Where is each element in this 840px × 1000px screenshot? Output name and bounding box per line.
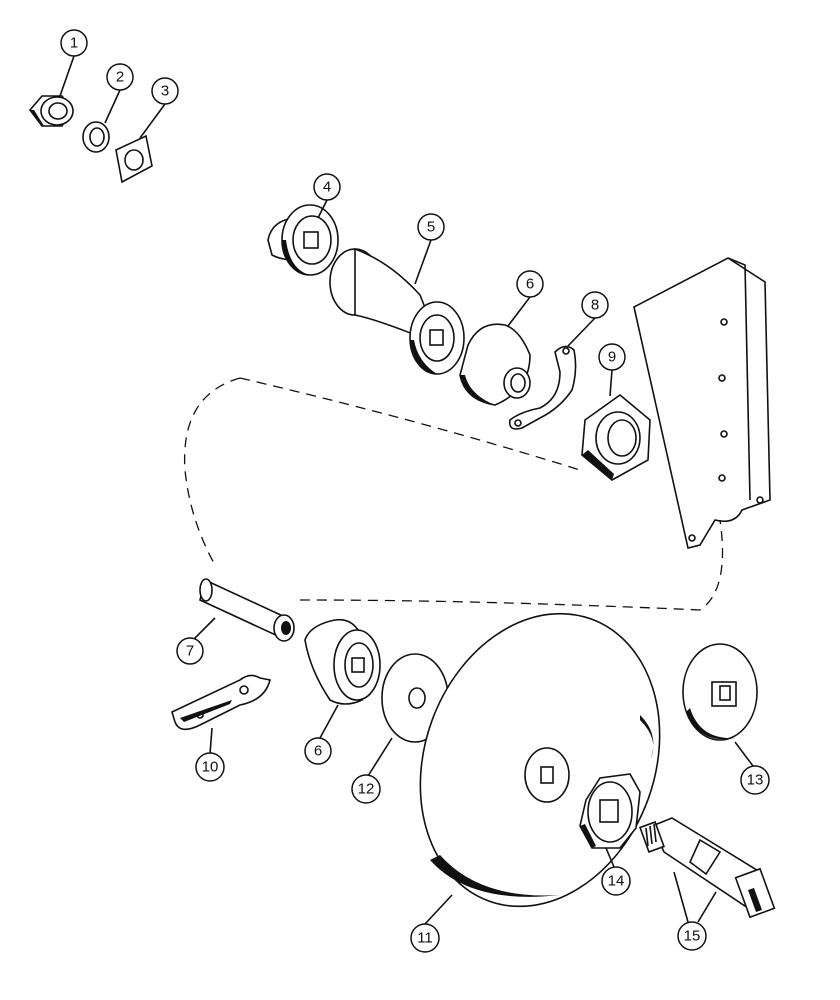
callout-1-label: 1 — [70, 35, 78, 52]
callout-14-label: 14 — [608, 873, 625, 890]
assembly-dashed-loop — [183, 377, 724, 611]
part-washer — [82, 121, 110, 153]
leader-8 — [567, 317, 596, 347]
callout-14: 14 — [601, 866, 631, 896]
callout-6-lower: 6 — [304, 737, 332, 765]
leader-1 — [59, 55, 75, 97]
part-spool-end — [267, 204, 339, 276]
callout-1: 1 — [60, 29, 88, 57]
leader-6b — [319, 704, 339, 739]
leader-5 — [414, 239, 432, 285]
callout-2: 2 — [106, 63, 134, 91]
leader-2 — [104, 89, 121, 124]
callout-4: 4 — [313, 173, 341, 201]
callout-12: 12 — [351, 774, 381, 804]
callout-5-label: 5 — [427, 219, 435, 236]
part-scraper-bracket — [171, 674, 271, 731]
callout-8: 8 — [581, 291, 609, 319]
leader-10 — [209, 727, 213, 755]
callout-15: 15 — [677, 921, 707, 951]
part-bell-spacer-lower — [304, 618, 381, 705]
callout-7: 7 — [176, 637, 204, 665]
mounting-bracket-plate — [633, 257, 771, 549]
part-square-bolt — [639, 817, 776, 919]
leader-15b — [697, 891, 717, 923]
callout-4-label: 4 — [323, 179, 331, 196]
callout-3-label: 3 — [161, 83, 169, 100]
leader-14 — [605, 847, 615, 868]
part-bell-spacer-upper — [459, 323, 531, 406]
part-bearing-housing — [581, 393, 651, 481]
callout-10-label: 10 — [202, 759, 219, 776]
callout-10: 10 — [195, 752, 225, 782]
leader-3 — [139, 103, 166, 139]
callout-3: 3 — [151, 77, 179, 105]
callout-8-label: 8 — [591, 297, 599, 314]
part-hex-nut — [28, 95, 74, 127]
part-cap-shield — [682, 643, 758, 741]
callout-15-label: 15 — [684, 928, 701, 945]
callout-2-label: 2 — [116, 69, 124, 86]
callout-5: 5 — [417, 213, 445, 241]
callout-9-label: 9 — [608, 349, 616, 366]
leader-9 — [609, 369, 613, 397]
callout-6-lower-label: 6 — [314, 743, 322, 760]
leader-15a — [673, 871, 689, 923]
callout-9: 9 — [598, 343, 626, 371]
callout-11: 11 — [410, 923, 440, 953]
callout-12-label: 12 — [358, 781, 375, 798]
callout-13: 13 — [740, 765, 770, 795]
callout-6-upper-label: 6 — [526, 276, 534, 293]
leader-4 — [317, 199, 328, 219]
leader-11 — [424, 894, 453, 925]
part-bracket-clip — [508, 345, 577, 430]
leader-13 — [734, 741, 754, 767]
part-tube — [199, 578, 295, 642]
part-disc-blade — [419, 612, 661, 908]
part-hub-nut — [579, 773, 641, 849]
part-spool-spacer — [329, 247, 465, 375]
callout-13-label: 13 — [747, 772, 764, 789]
leader-7 — [192, 617, 216, 641]
leader-6a — [507, 296, 531, 327]
leader-12 — [367, 737, 393, 777]
part-square-plate — [115, 134, 153, 184]
callout-6-upper: 6 — [516, 270, 544, 298]
assembly-dashed-line-upper — [239, 377, 581, 471]
callout-11-label: 11 — [417, 930, 433, 947]
callout-7-label: 7 — [186, 643, 194, 660]
